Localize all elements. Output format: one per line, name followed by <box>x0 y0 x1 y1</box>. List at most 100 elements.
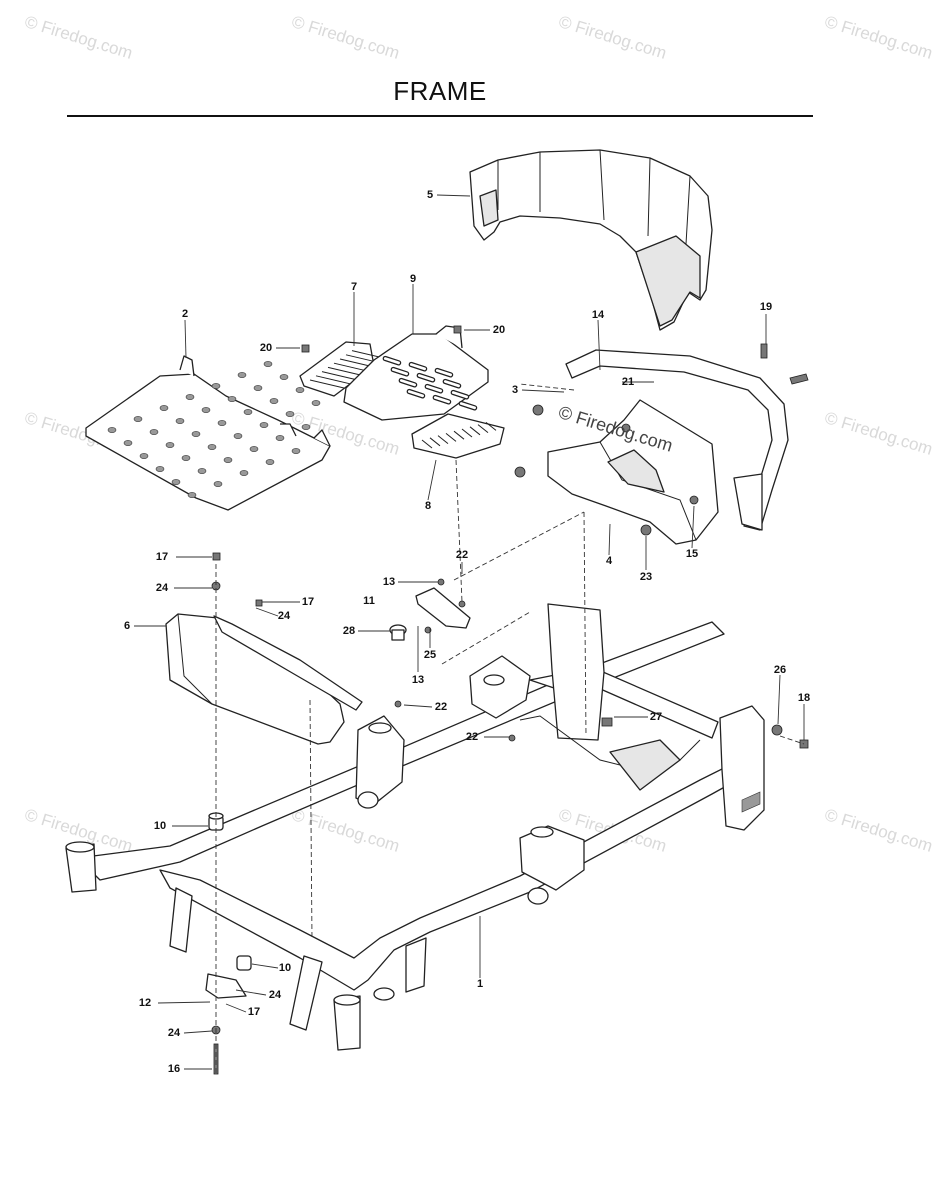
callout-10: 10 <box>153 820 167 832</box>
part-1-main-frame <box>65 603 765 1051</box>
page-title: FRAME <box>393 76 487 106</box>
pan-hole <box>291 448 301 454</box>
callout-15: 15 <box>685 548 699 560</box>
pan-hole <box>211 383 221 389</box>
pan-hole <box>243 409 253 415</box>
plate-slot <box>408 361 428 372</box>
pan-hole <box>107 427 117 433</box>
step-slot <box>315 375 351 385</box>
title-rule <box>67 115 813 117</box>
pan-hole <box>301 424 311 430</box>
callout-9: 9 <box>409 273 417 285</box>
callout-10: 10 <box>278 962 292 974</box>
callout-17: 17 <box>301 596 315 608</box>
step-slot <box>421 439 433 449</box>
pan-hole <box>237 372 247 378</box>
part-5-rear-shroud <box>469 149 713 331</box>
pan-hole <box>311 400 321 406</box>
pan-hole <box>149 429 159 435</box>
part-3-rear-bumper <box>565 349 789 531</box>
hardware <box>205 325 809 1075</box>
callout-3: 3 <box>511 384 519 396</box>
callout-20: 20 <box>259 342 273 354</box>
callout-17: 17 <box>155 551 169 563</box>
plate-slot <box>442 378 462 389</box>
pan-hole <box>239 470 249 476</box>
pan-hole <box>217 420 227 426</box>
callout-14: 14 <box>591 309 605 321</box>
pan-hole <box>285 411 295 417</box>
pan-hole <box>233 433 243 439</box>
part-9-center-plate <box>343 325 489 421</box>
step-slot <box>453 430 465 440</box>
pan-hole <box>227 396 237 402</box>
callout-27: 27 <box>649 711 663 723</box>
callout-24: 24 <box>155 582 169 594</box>
callout-13: 13 <box>382 576 396 588</box>
callout-21: 21 <box>621 376 635 388</box>
pan-hole <box>279 374 289 380</box>
plate-slot <box>390 366 410 377</box>
part-6-front-bumper <box>165 613 363 745</box>
step-slot <box>461 428 473 438</box>
pan-hole <box>213 481 223 487</box>
callout-24: 24 <box>167 1027 181 1039</box>
pan-hole <box>259 422 269 428</box>
plate-slot <box>382 355 402 366</box>
step-slot <box>327 366 363 376</box>
plate-slot <box>424 383 444 394</box>
pan-hole <box>223 457 233 463</box>
callout-28: 28 <box>342 625 356 637</box>
pan-hole <box>295 387 305 393</box>
callout-25: 25 <box>423 649 437 661</box>
part-8-front-step <box>411 413 505 459</box>
callout-22: 22 <box>434 701 448 713</box>
pan-hole <box>197 468 207 474</box>
callout-24: 24 <box>268 989 282 1001</box>
part-4-rear-bracket <box>547 399 719 545</box>
step-slot <box>485 422 497 431</box>
pan-hole <box>123 440 133 446</box>
step-slot <box>469 426 481 436</box>
plate-slot <box>434 367 454 378</box>
callout-8: 8 <box>424 500 432 512</box>
pan-hole <box>249 446 259 452</box>
callout-16: 16 <box>167 1063 181 1075</box>
callout-18: 18 <box>797 692 811 704</box>
pan-hole <box>191 431 201 437</box>
callout-6: 6 <box>123 620 131 632</box>
plate-slot <box>398 377 418 388</box>
callout-19: 19 <box>759 301 773 313</box>
plate-slot <box>406 388 426 399</box>
step-slot <box>333 362 369 372</box>
pan-hole <box>187 492 197 498</box>
leader-lines <box>134 194 805 1070</box>
pan-hole <box>159 405 169 411</box>
callout-4: 4 <box>605 555 613 567</box>
callout-12: 12 <box>138 997 152 1009</box>
callout-2: 2 <box>181 308 189 320</box>
part-11-bracket <box>415 587 471 629</box>
pan-hole <box>263 361 273 367</box>
plate-slot <box>416 372 436 383</box>
pan-hole <box>269 398 279 404</box>
callout-5: 5 <box>426 189 434 201</box>
callout-13: 13 <box>411 674 425 686</box>
plate-slot <box>450 389 470 400</box>
pan-hole <box>265 459 275 465</box>
step-slot <box>445 433 457 442</box>
callout-1: 1 <box>476 978 484 990</box>
pan-hole <box>175 418 185 424</box>
pan-hole <box>171 479 181 485</box>
pan-hole <box>155 466 165 472</box>
step-slot <box>477 424 489 433</box>
callout-7: 7 <box>350 281 358 293</box>
plate-slot <box>432 394 452 405</box>
callout-22: 22 <box>465 731 479 743</box>
pan-hole <box>201 407 211 413</box>
pan-hole <box>275 435 285 441</box>
callout-26: 26 <box>773 664 787 676</box>
pan-hole <box>185 394 195 400</box>
alignment-lines <box>215 383 805 1074</box>
